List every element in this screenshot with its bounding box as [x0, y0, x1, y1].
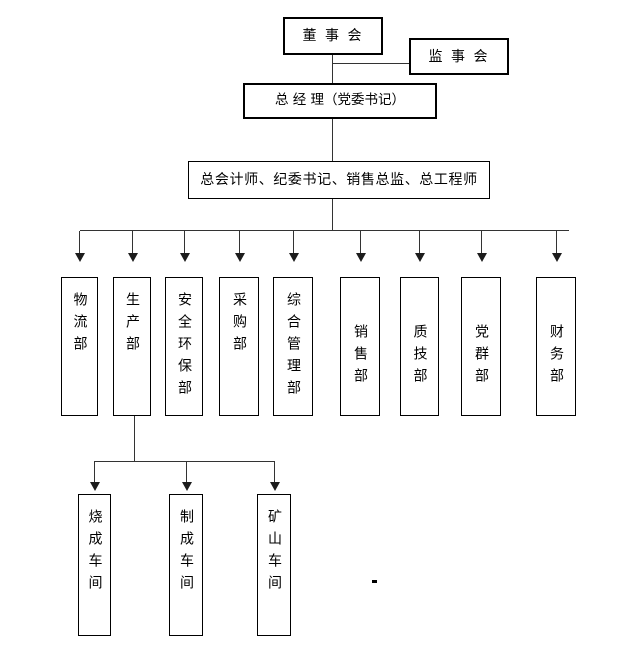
arrow-stem	[94, 462, 95, 482]
dept-label: 生产部	[124, 292, 140, 358]
arrow-head	[181, 482, 192, 491]
arrow-stem	[79, 231, 80, 253]
arrow-stem	[481, 231, 482, 253]
dept-label: 党群部	[473, 324, 489, 390]
workshop-box-sintering: 烧成车间	[78, 494, 111, 636]
dept-box-party-mass: 党群部	[461, 277, 501, 416]
arrow-head	[551, 253, 562, 262]
arrow-head	[74, 253, 85, 262]
dept-box-finance: 财务部	[536, 277, 576, 416]
arrow-head	[288, 253, 299, 262]
dept-box-quality-tech: 质技部	[400, 277, 439, 416]
senior-staff-box: 总会计师、纪委书记、销售总监、总工程师	[188, 161, 490, 199]
general-manager-label: 总 经 理（党委书记）	[274, 92, 406, 109]
arrow-head	[89, 482, 100, 491]
down-arrow-icon	[74, 231, 85, 262]
down-arrow-icon	[269, 462, 280, 491]
down-arrow-icon	[234, 231, 245, 262]
arrow-head	[127, 253, 138, 262]
workshop-label: 烧成车间	[86, 509, 103, 597]
connector-to-supervisory	[332, 63, 409, 64]
supervisory-label: 监 事 会	[428, 48, 490, 65]
general-manager-box: 总 经 理（党委书记）	[243, 83, 437, 119]
down-arrow-icon	[288, 231, 299, 262]
connector-board-to-gm	[332, 55, 333, 83]
dept-label: 质技部	[411, 324, 428, 390]
dept-label: 安全环保部	[176, 292, 192, 402]
workshop-bus-line	[94, 461, 275, 462]
arrow-head	[269, 482, 280, 491]
down-arrow-icon	[89, 462, 100, 491]
down-arrow-icon	[414, 231, 425, 262]
dept-box-general-management: 综合管理部	[273, 277, 313, 416]
arrow-head	[179, 253, 190, 262]
connector-gm-to-staff	[332, 119, 333, 161]
stray-dot	[372, 580, 377, 583]
down-arrow-icon	[181, 462, 192, 491]
arrow-head	[414, 253, 425, 262]
arrow-stem	[556, 231, 557, 253]
board-label: 董 事 会	[302, 28, 364, 44]
down-arrow-icon	[179, 231, 190, 262]
down-arrow-icon	[476, 231, 487, 262]
arrow-stem	[186, 462, 187, 482]
board-box: 董 事 会	[283, 17, 383, 55]
dept-label: 采购部	[231, 292, 247, 358]
dept-label: 财务部	[548, 324, 564, 390]
dept-label: 综合管理部	[285, 292, 301, 402]
down-arrow-icon	[127, 231, 138, 262]
dept-box-sales: 销售部	[340, 277, 380, 416]
dept-label: 销售部	[352, 324, 368, 390]
dept-box-logistics: 物流部	[61, 277, 98, 416]
dept-label: 物流部	[71, 292, 88, 358]
arrow-stem	[293, 231, 294, 253]
department-bus-line	[80, 230, 569, 231]
arrow-stem	[184, 231, 185, 253]
arrow-stem	[419, 231, 420, 253]
arrow-head	[476, 253, 487, 262]
dept-box-procurement: 采购部	[219, 277, 259, 416]
arrow-stem	[132, 231, 133, 253]
connector-production-to-workshops	[134, 416, 135, 462]
senior-staff-label: 总会计师、纪委书记、销售总监、总工程师	[200, 172, 478, 188]
down-arrow-icon	[551, 231, 562, 262]
workshop-box-finishing: 制成车间	[169, 494, 203, 636]
supervisory-box: 监 事 会	[409, 38, 509, 75]
arrow-stem	[274, 462, 275, 482]
connector-staff-to-bus	[332, 199, 333, 231]
dept-box-production: 生产部	[113, 277, 151, 416]
arrow-stem	[239, 231, 240, 253]
down-arrow-icon	[355, 231, 366, 262]
workshop-label: 制成车间	[178, 509, 194, 597]
workshop-box-mining: 矿山车间	[257, 494, 291, 636]
arrow-stem	[360, 231, 361, 253]
arrow-head	[234, 253, 245, 262]
arrow-head	[355, 253, 366, 262]
dept-box-safety-environment: 安全环保部	[165, 277, 203, 416]
workshop-label: 矿山车间	[266, 509, 282, 597]
